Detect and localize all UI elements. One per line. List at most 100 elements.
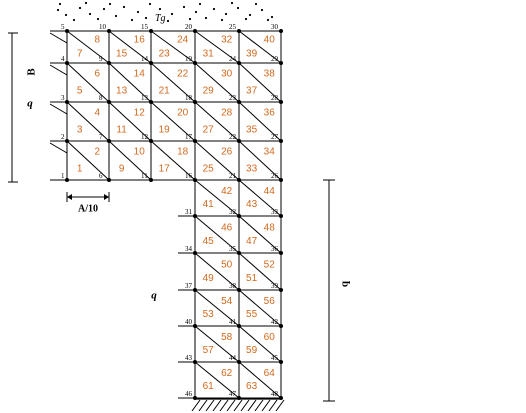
soil-dot [122, 5, 126, 9]
element-number-label: 14 [134, 69, 146, 80]
node-number-label: 42 [271, 318, 279, 326]
node-number-label: 48 [271, 390, 279, 398]
node-number-label: 17 [185, 133, 193, 141]
node-number-label: 29 [271, 55, 279, 63]
mesh-node [193, 100, 197, 104]
mesh-diagonal-line [194, 325, 240, 363]
node-number-label: 37 [185, 282, 193, 290]
element-number-label: 43 [246, 199, 258, 210]
mesh-node [237, 251, 241, 255]
mesh-diagonal-line [238, 325, 282, 363]
node-number-label: 41 [229, 318, 237, 326]
mesh-node [279, 251, 283, 255]
node-number-label: 45 [271, 354, 279, 362]
node-number-label: 47 [229, 390, 237, 398]
support-hatch-stroke [275, 399, 285, 412]
element-number-label: 49 [203, 273, 215, 284]
node-number-label: 26 [271, 172, 279, 180]
mesh-diagonal-line [108, 101, 152, 142]
soil-dot [212, 7, 216, 11]
node-number-label: 9 [99, 55, 103, 63]
node-number-label: 6 [99, 172, 103, 180]
mesh-node [193, 324, 197, 328]
node-number-label: 35 [229, 245, 237, 253]
element-number-label: 35 [246, 125, 258, 136]
soil-dot [260, 8, 264, 12]
support-hatch-stroke [240, 399, 250, 412]
element-number-label: 2 [94, 147, 100, 158]
mesh-node [193, 61, 197, 65]
q-load-label-bottom: q [151, 290, 157, 302]
element-number-label: 64 [264, 368, 276, 379]
mesh-diagonal-line [150, 62, 196, 103]
mesh-diagonal-line [194, 62, 240, 103]
element-number-label: 6 [94, 69, 100, 80]
element-number-label: 38 [264, 69, 276, 80]
element-number-label: 24 [177, 35, 189, 46]
soil-dot [224, 12, 228, 16]
mesh-diagonal-line [238, 289, 282, 327]
mesh-nodes [65, 29, 283, 400]
mesh-node [237, 61, 241, 65]
soil-dot [248, 13, 252, 17]
element-number-label: 41 [203, 199, 215, 210]
soil-dot [64, 13, 68, 17]
mesh-node [107, 100, 111, 104]
soil-dot [244, 17, 248, 21]
element-number-label: 26 [221, 147, 233, 158]
mesh-node [193, 288, 197, 292]
node-number-label: 31 [185, 208, 193, 216]
support-hatch-stroke [212, 399, 222, 412]
element-number-label: 20 [177, 108, 189, 119]
node-number-label: 38 [229, 282, 237, 290]
element-number-label: 60 [264, 332, 276, 343]
element-number-label: 44 [264, 186, 276, 197]
node-number-label: 7 [99, 133, 103, 141]
element-number-label: 8 [94, 35, 100, 46]
node-number-label: 18 [185, 94, 193, 102]
node-number-label: 5 [61, 23, 65, 31]
q-load-label-top: q [27, 98, 33, 110]
element-number-label: 32 [221, 35, 233, 46]
element-number-label: 25 [203, 164, 215, 175]
mesh-diagonal-line [238, 30, 282, 64]
element-number-label: 56 [264, 296, 276, 307]
element-number-label: 58 [221, 332, 233, 343]
element-number-label: 54 [221, 296, 233, 307]
element-number-label: 13 [116, 86, 128, 97]
element-number-label: 40 [264, 35, 276, 46]
node-number-label: 24 [229, 55, 237, 63]
node-number-label: 46 [185, 390, 193, 398]
mesh-node [149, 178, 153, 182]
mesh-node [193, 29, 197, 33]
mesh-diagonal-line [194, 252, 240, 291]
element-number-label: 62 [221, 368, 233, 379]
q-dimension-label: q [339, 280, 351, 287]
node-number-label: 21 [229, 172, 237, 180]
soil-dot [182, 5, 186, 9]
mesh-node [65, 61, 69, 65]
support-hatch-stroke [233, 399, 243, 412]
node-number-label: 19 [185, 55, 193, 63]
mesh-diagonal-line [66, 62, 110, 103]
mesh-diagonal-line [108, 30, 152, 64]
node-number-label: 15 [141, 23, 149, 31]
mesh-node [193, 139, 197, 143]
mesh-node [279, 360, 283, 364]
node-number-label: 39 [271, 282, 279, 290]
node-number-label: 28 [271, 94, 279, 102]
soil-dot [102, 7, 106, 11]
mesh-node [279, 288, 283, 292]
mesh-diagonal-line [238, 179, 282, 217]
soil-dot [270, 15, 274, 19]
a-dimension-arrow [104, 194, 109, 200]
element-number-label: 28 [221, 108, 233, 119]
mesh-node [149, 139, 153, 143]
element-number-label: 57 [203, 345, 215, 356]
element-number-label: 17 [159, 164, 171, 175]
mesh-diagonal-line [150, 30, 196, 64]
mesh-diagonal-line [108, 62, 152, 103]
support-hatch-stroke [191, 399, 201, 412]
mesh-node [237, 288, 241, 292]
